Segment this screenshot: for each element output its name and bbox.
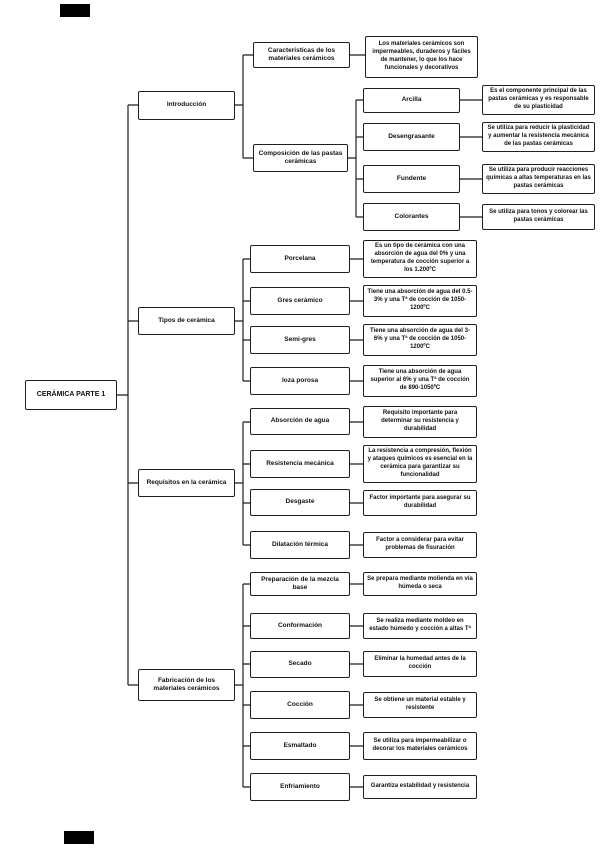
desc-coccion: Se obtiene un material estable y resiste… <box>363 692 477 718</box>
desc-absorcion-agua: Requisito importante para determinar su … <box>363 406 477 438</box>
desc-resistencia-mecanica: La resistencia a compresión, flexión y a… <box>363 445 477 483</box>
node-porcelana: Porcelana <box>250 245 350 273</box>
node-enfriamiento: Enfriamiento <box>250 773 350 801</box>
node-arcilla: Arcilla <box>363 88 460 113</box>
desc-porcelana: Es un tipo de cerámica con una absorción… <box>363 240 477 278</box>
redaction-mark-bottom <box>64 831 94 844</box>
node-resistencia-mecanica: Resistencia mecánica <box>250 450 350 478</box>
desc-preparacion-mezcla: Se prepara mediante molienda en vía húme… <box>363 572 477 596</box>
node-dilatacion-termica: Dilatación térmica <box>250 531 350 559</box>
node-root: CERÁMICA PARTE 1 <box>25 380 117 410</box>
desc-enfriamiento: Garantiza estabilidad y resistencia <box>363 775 477 799</box>
node-semi-gres: Semi-gres <box>250 326 350 354</box>
node-caracteristicas: Características de los materiales cerámi… <box>253 42 350 68</box>
node-requisitos: Requisitos en la cerámica <box>138 469 235 497</box>
desc-conformacion: Se realiza mediante moldeo en estado húm… <box>363 613 477 639</box>
node-secado: Secado <box>250 651 350 678</box>
desc-esmaltado: Se utiliza para impermeabilizar o decora… <box>363 732 477 760</box>
node-desgaste: Desgaste <box>250 489 350 516</box>
desc-arcilla: Es el componente principal de las pastas… <box>482 85 595 115</box>
node-tipos-de-ceramica: Tipos de cerámica <box>138 307 235 335</box>
node-coccion: Cocción <box>250 691 350 719</box>
node-absorcion-agua: Absorción de agua <box>250 408 350 435</box>
desc-colorantes: Se utiliza para tonos y colorear las pas… <box>482 204 595 230</box>
desc-semi-gres: Tiene una absorción de agua del 3-6% y u… <box>363 324 477 356</box>
desc-dilatacion-termica: Factor a considerar para evitar problema… <box>363 532 477 558</box>
desc-caracteristicas: Los materiales cerámicos son impermeable… <box>365 36 478 78</box>
desc-desgaste: Factor importante para asegurar su durab… <box>363 490 477 516</box>
desc-desengrasante: Se utiliza para reducir la plasticidad y… <box>482 122 595 152</box>
node-fabricacion: Fabricación de los materiales cerámicos <box>138 669 235 701</box>
node-fundente: Fundente <box>363 165 460 193</box>
node-loza-porosa: loza porosa <box>250 367 350 395</box>
node-esmaltado: Esmaltado <box>250 732 350 760</box>
desc-fundente: Se utiliza para producir reacciones quím… <box>482 164 595 194</box>
desc-loza-porosa: Tiene una absorción de agua superior al … <box>363 365 477 397</box>
node-conformacion: Conformación <box>250 613 350 639</box>
desc-secado: Eliminar la humedad antes de la cocción <box>363 651 477 677</box>
desc-gres-ceramico: Tiene una absorción de agua del 0.5-3% y… <box>363 285 477 317</box>
node-preparacion-mezcla: Preparación de la mezcla base <box>250 572 350 596</box>
node-introduccion: Introducción <box>138 91 235 120</box>
node-colorantes: Colorantes <box>363 203 460 231</box>
node-gres-ceramico: Gres cerámico <box>250 287 350 315</box>
node-desengrasante: Desengrasante <box>363 123 460 151</box>
node-composicion: Composición de las pastas cerámicas <box>253 144 348 172</box>
redaction-mark-top <box>60 4 90 17</box>
